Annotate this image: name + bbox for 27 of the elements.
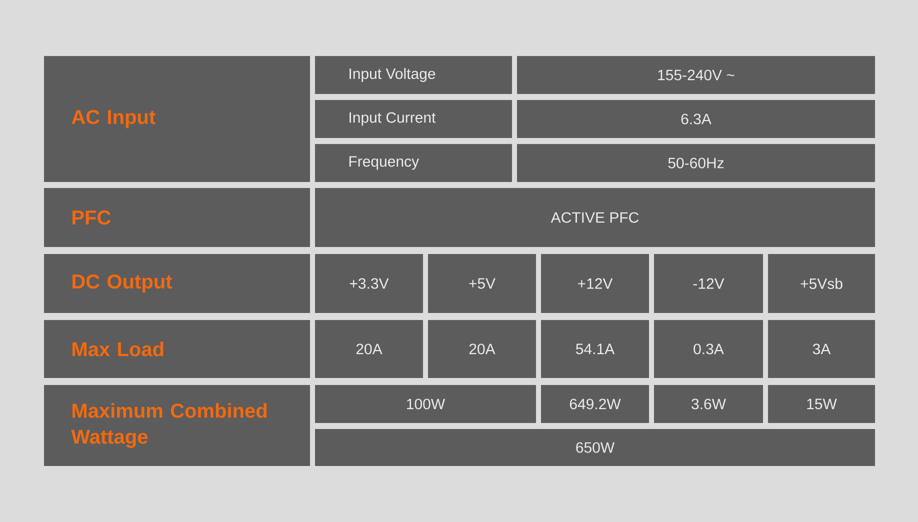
table-cell: 649.2W — [541, 385, 649, 423]
table-cell: -12V — [654, 254, 763, 313]
table-cell: +3.3V — [315, 254, 423, 313]
table-cell: 650W — [315, 429, 875, 466]
table-cell: 155-240V ~ — [517, 56, 875, 94]
header-cell: PFC — [44, 188, 310, 247]
table-cell: ACTIVE PFC — [315, 188, 875, 247]
table-cell: 6.3A — [517, 100, 875, 138]
table-cell: Input Voltage — [315, 56, 512, 94]
header-cell: DC Output — [44, 254, 310, 313]
table-cell: 20A — [315, 320, 423, 378]
table-cell: 3.6W — [654, 385, 763, 423]
table-cell: Frequency — [315, 144, 512, 182]
table-cell: 54.1A — [541, 320, 649, 378]
header-cell: Maximum Combined Wattage — [44, 385, 310, 466]
table-cell: 50-60Hz — [517, 144, 875, 182]
table-cell: 3A — [768, 320, 875, 378]
table-cell: 100W — [315, 385, 536, 423]
table-cell: 0.3A — [654, 320, 763, 378]
table-cell: +5V — [428, 254, 536, 313]
table-cell: Input Current — [315, 100, 512, 138]
header-cell: Max Load — [44, 320, 310, 378]
table-cell: +12V — [541, 254, 649, 313]
table-cell: 15W — [768, 385, 875, 423]
table-cell: +5Vsb — [768, 254, 875, 313]
table-cell: 20A — [428, 320, 536, 378]
header-cell: AC Input — [44, 56, 310, 182]
